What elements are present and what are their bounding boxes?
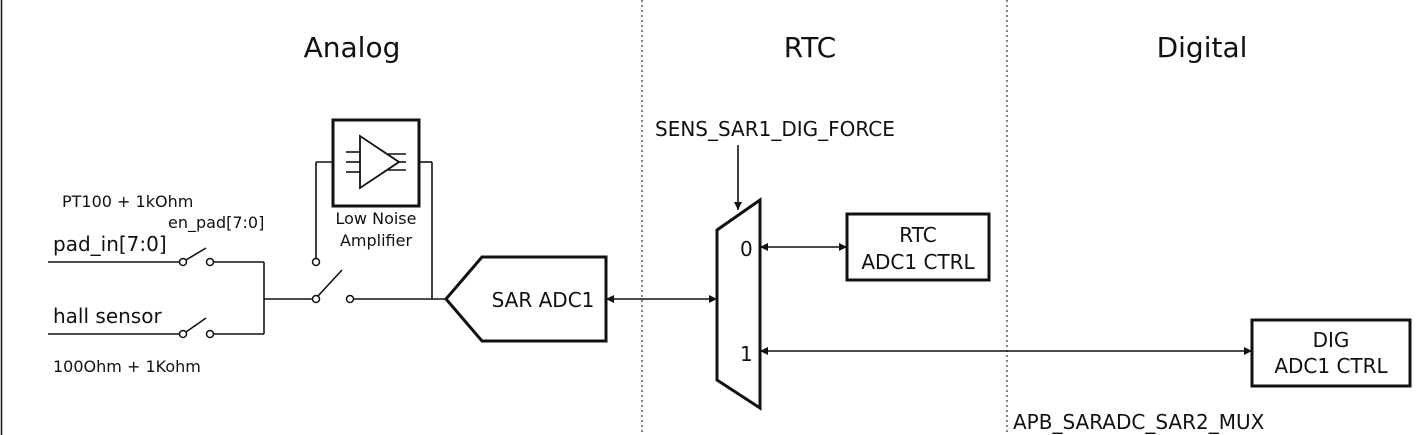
amplifier-bypass-switch bbox=[311, 161, 446, 304]
region-title-rtc: RTC bbox=[784, 31, 836, 64]
sar-adc1-label: SAR ADC1 bbox=[492, 288, 595, 312]
rtc-ctrl-label-line1: RTC bbox=[899, 223, 936, 247]
dig-adc1-ctrl-block bbox=[1250, 318, 1412, 388]
sens-sar1-dig-force-label: SENS_SAR1_DIG_FORCE bbox=[655, 117, 895, 141]
lna-label-line2: Amplifier bbox=[340, 231, 413, 250]
dig-ctrl-label-line2: ADC1 CTRL bbox=[1274, 354, 1388, 378]
label-100ohm: 100Ohm + 1Kohm bbox=[53, 357, 201, 376]
apb-saradc-sar2-mux-label: APB_SARADC_SAR2_MUX bbox=[1013, 410, 1265, 434]
region-title-digital: Digital bbox=[1157, 31, 1248, 64]
label-pt100: PT100 + 1kOhm bbox=[62, 192, 193, 211]
dig-ctrl-label-line1: DIG bbox=[1313, 328, 1350, 352]
mux-port-1-label: 1 bbox=[740, 342, 753, 366]
region-title-analog: Analog bbox=[304, 31, 401, 64]
label-en-pad: en_pad[7:0] bbox=[168, 213, 264, 233]
label-pad-in: pad_in[7:0] bbox=[53, 232, 167, 256]
adc1-mux bbox=[715, 197, 762, 411]
mux-port-0-label: 0 bbox=[740, 237, 753, 261]
amplifier-icon bbox=[346, 134, 406, 190]
rtc-ctrl-label-line2: ADC1 CTRL bbox=[861, 250, 975, 274]
lna-label-line1: Low Noise bbox=[336, 209, 417, 228]
hall-sensor-switch bbox=[48, 317, 264, 339]
low-noise-amplifier-block bbox=[331, 118, 421, 208]
rtc-adc1-ctrl-block bbox=[845, 212, 991, 282]
label-hall-sensor: hall sensor bbox=[53, 304, 162, 328]
pad-in-switch bbox=[48, 247, 264, 267]
